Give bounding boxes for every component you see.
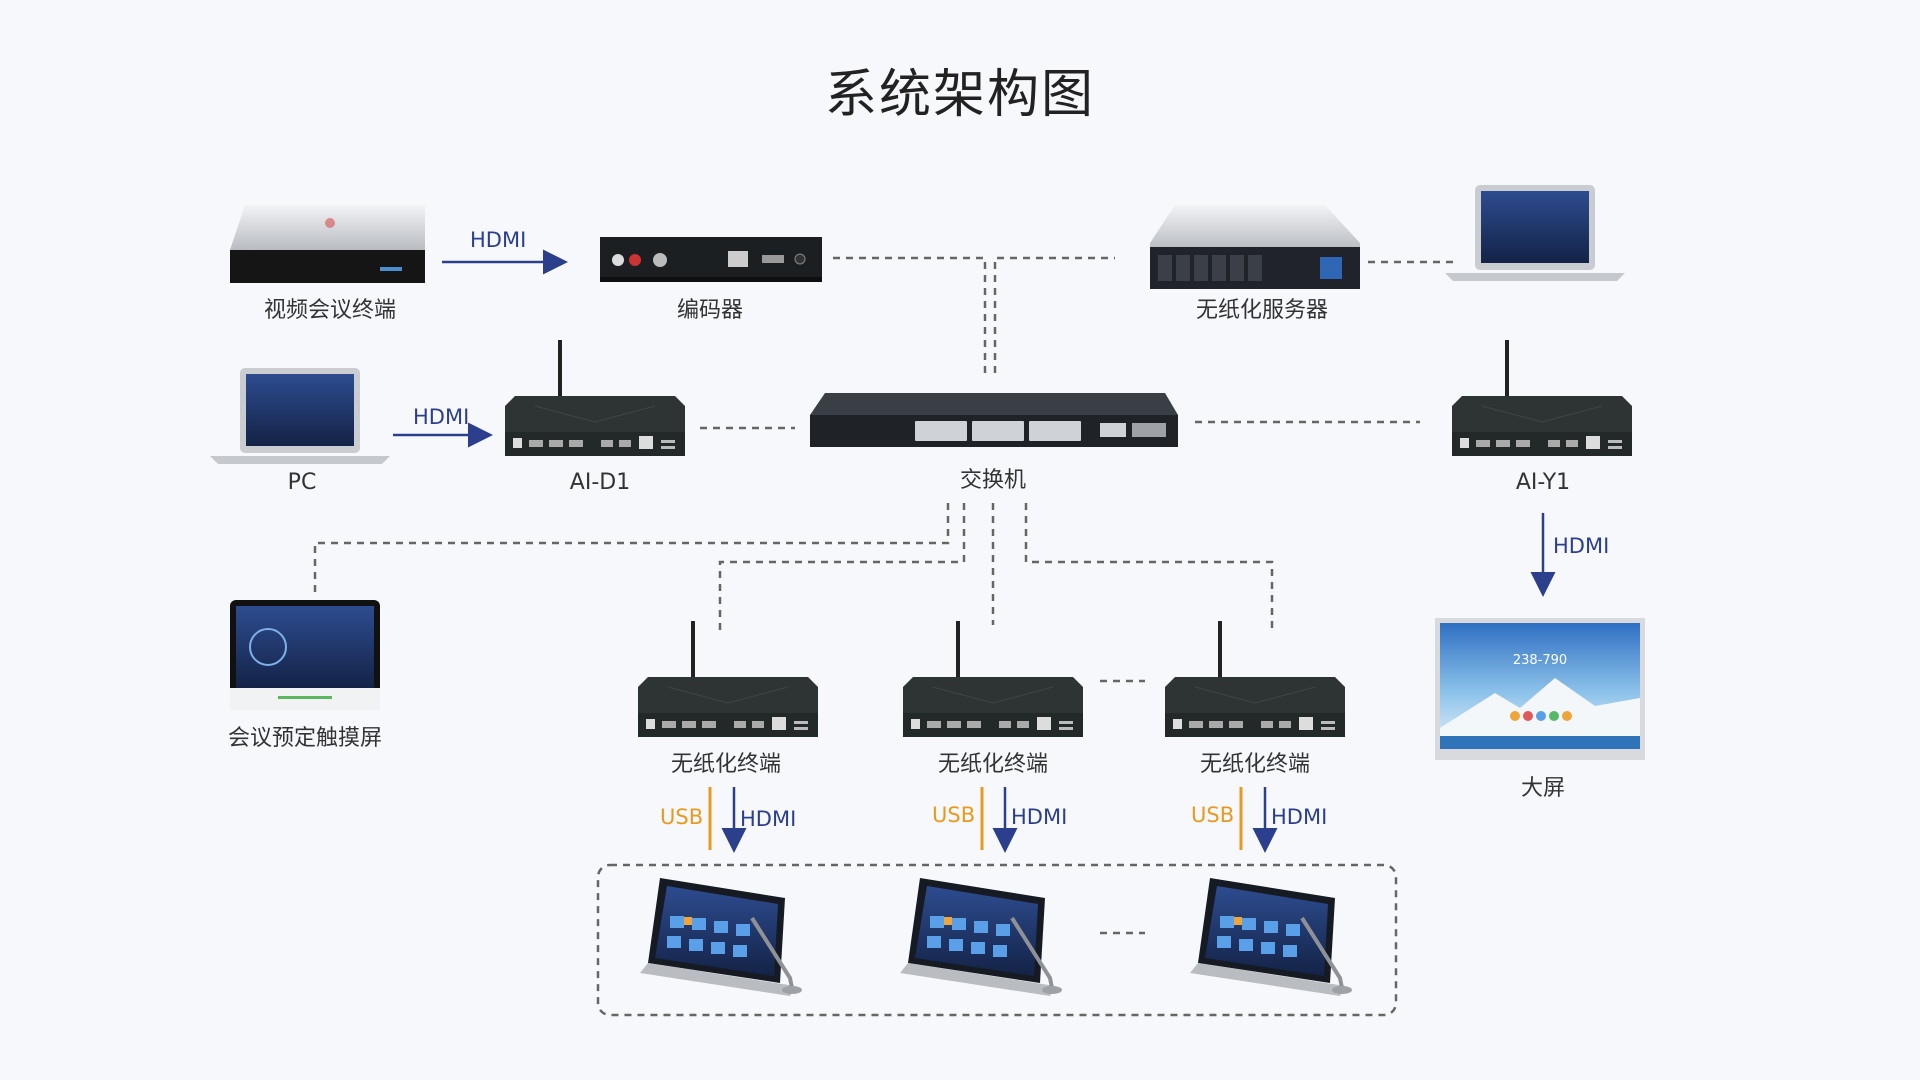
label-terminal-3: 无纸化终端 [1199,752,1311,777]
link-label-usb-t2: USB [932,803,976,827]
label-booking-screen: 会议预定触摸屏 [227,726,383,751]
video-terminal-device [230,205,425,283]
ai-y1-device [1450,338,1634,458]
link-label-hdmi-3: HDMI [1553,534,1610,558]
tablet-2-device [898,876,1064,998]
link-label-usb-t1: USB [660,805,704,829]
big-screen-app-icons [1510,711,1572,721]
switch-device [810,393,1178,447]
label-ai-d1: AI-D1 [569,470,631,495]
laptop-top-right-device [1445,185,1625,281]
big-screen-device: 238-790 [1435,618,1645,760]
link-label-hdmi-1: HDMI [470,228,527,252]
link-label-hdmi-t1: HDMI [740,807,797,831]
paperless-server-device [1150,205,1360,289]
label-big-screen: 大屏 [1520,776,1566,801]
link-label-hdmi-t2: HDMI [1011,805,1068,829]
link-label-hdmi-2: HDMI [413,405,470,429]
hdmi-arrows [393,249,1556,853]
usb-lines [708,787,1243,850]
booking-screen-device [230,600,380,710]
terminal-2-device [901,619,1085,739]
pc-device [210,368,390,464]
label-terminal-2: 无纸化终端 [937,752,1049,777]
terminal-3-device [1163,619,1347,739]
label-video-terminal: 视频会议终端 [263,298,397,323]
label-pc: PC [287,470,317,495]
link-label-usb-t3: USB [1191,803,1235,827]
label-terminal-1: 无纸化终端 [670,752,782,777]
tablet-3-device [1188,876,1354,998]
big-screen-text: 238-790 [1513,653,1567,668]
network-lines [313,256,1455,935]
label-ai-y1: AI-Y1 [1515,470,1571,495]
terminal-1-device [636,619,820,739]
link-label-hdmi-t3: HDMI [1271,805,1328,829]
label-encoder: 编码器 [676,298,744,323]
label-switch: 交换机 [959,468,1027,493]
label-paperless-server: 无纸化服务器 [1195,298,1329,323]
page-title: 系统架构图 [824,65,1095,125]
tablet-1-device [638,876,804,998]
encoder-device [600,237,822,282]
ai-d1-device [503,338,687,458]
